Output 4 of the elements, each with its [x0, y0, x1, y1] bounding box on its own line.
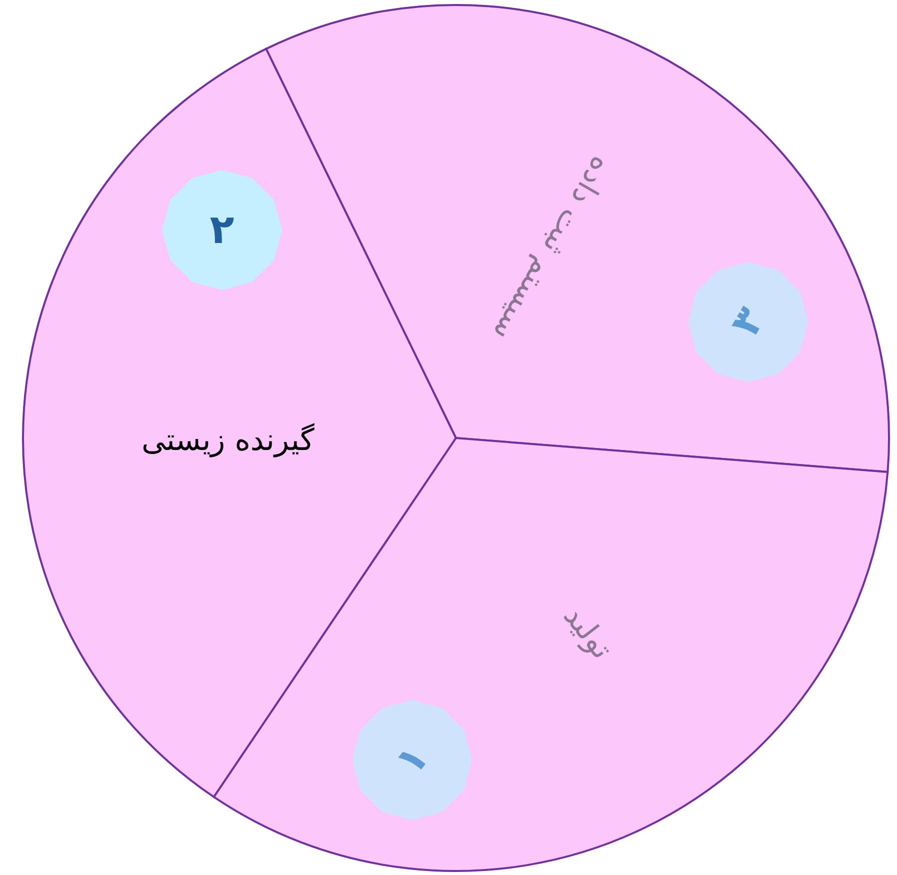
pie-sector: [23, 48, 456, 797]
sector-label: تولید: [556, 598, 620, 666]
sector-label: سیستم ثبت داده: [485, 150, 619, 346]
sector-label: گیرنده زیستی: [142, 422, 314, 458]
